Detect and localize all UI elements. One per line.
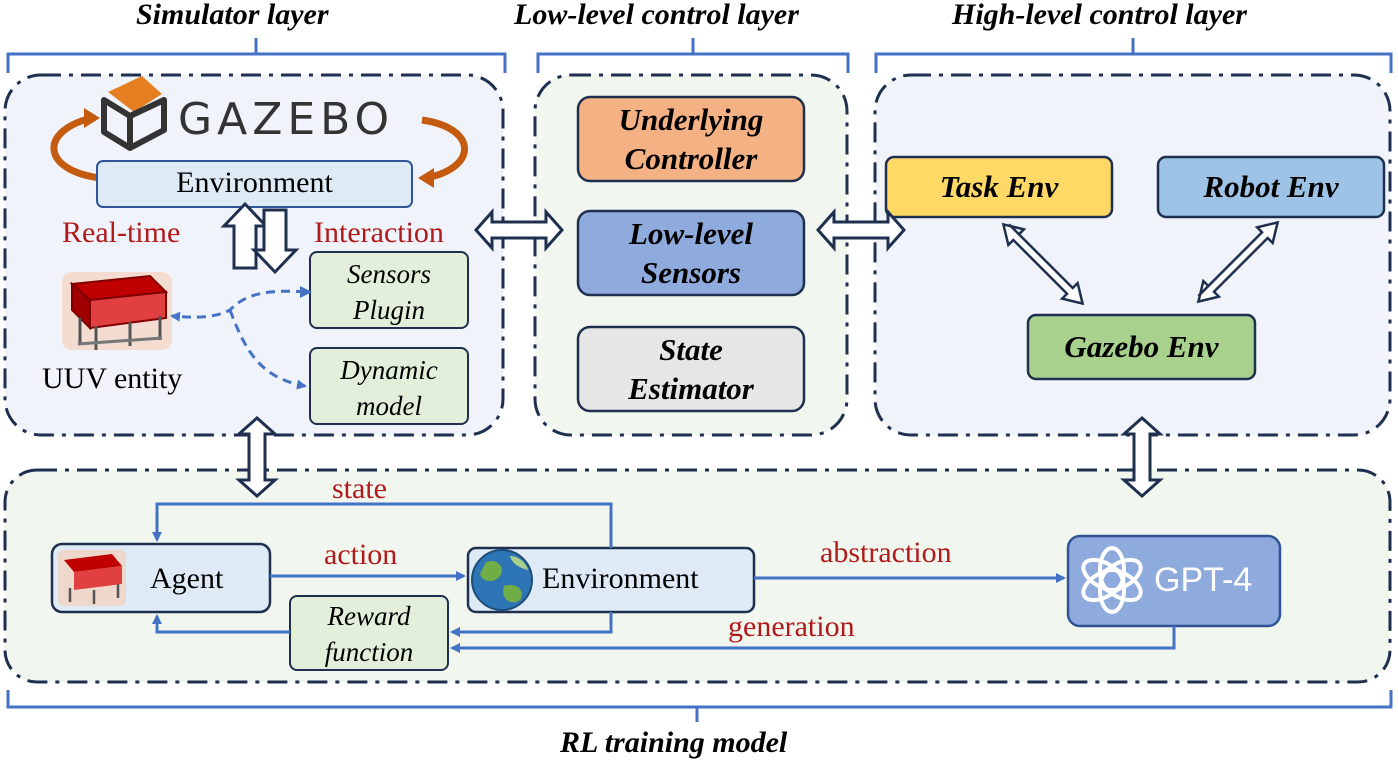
uuv-robot-icon [62, 272, 172, 350]
low-level-layer-title: Low-level control layer [514, 0, 799, 31]
task-env-box [884, 155, 1114, 219]
env-reward-arrow [450, 612, 613, 637]
rl-environment-label: Environment [542, 562, 699, 595]
sim-environment-label: Environment [176, 166, 333, 199]
dynamic-model-line1: Dynamic [340, 355, 438, 385]
gazebo-env-label: Gazebo Env [1064, 329, 1219, 364]
dynamic-model-label: Dynamic model [310, 352, 468, 424]
generation-arrow [450, 626, 1176, 653]
dynamic-model-line2: model [356, 391, 422, 421]
action-label: action [324, 538, 398, 571]
interaction-label: Interaction [314, 216, 444, 249]
agent-label: Agent [150, 562, 224, 595]
sim-rl-arrow-icon [235, 415, 279, 499]
state-estimator-label: State Estimator [578, 330, 804, 408]
openai-logo-icon [1081, 546, 1143, 614]
dynamic-model-box [309, 347, 469, 425]
underlying-controller-line1: Underlying [618, 102, 764, 137]
gazebo-logo-text: GAZEBO [178, 94, 395, 145]
high-level-bracket [874, 38, 1393, 73]
high-rl-arrow-icon [1120, 415, 1164, 499]
low-level-sensors-box [576, 209, 806, 297]
task-gazebo-arrow-icon [1001, 222, 1085, 306]
low-level-bracket [536, 38, 850, 73]
task-env-label: Task Env [939, 169, 1059, 204]
right-cycle-arrow-icon [421, 116, 468, 182]
low-level-sensors-label: Low-level Sensors [578, 214, 804, 292]
sim-environment-box [96, 160, 413, 208]
reward-function-line2: function [324, 637, 414, 667]
state-arrow [152, 502, 613, 548]
simulator-bracket [6, 38, 507, 73]
reward-agent-arrow [152, 614, 290, 634]
earth-globe-icon [471, 549, 533, 611]
sensors-plugin-line1: Sensors [346, 259, 431, 289]
simulator-layer-title: Simulator layer [136, 0, 329, 31]
high-level-panel [873, 73, 1392, 437]
state-estimator-box [576, 325, 806, 413]
low-high-arrow-icon [815, 208, 907, 252]
sensors-plugin-line2: Plugin [353, 295, 425, 325]
underlying-controller-label: Underlying Controller [578, 100, 804, 178]
underlying-controller-box [576, 95, 806, 183]
interaction-down-arrow-icon [250, 208, 300, 275]
left-cycle-arrowhead [84, 108, 100, 128]
gazebo-logo-icon [101, 76, 167, 151]
low-level-sensors-line2: Sensors [641, 255, 741, 290]
left-cycle-arrow-icon [50, 114, 101, 182]
reward-function-line1: Reward [327, 601, 411, 631]
sensors-arrowhead [300, 286, 312, 298]
underlying-controller-line2: Controller [624, 141, 758, 176]
sim-low-arrow-icon [473, 208, 565, 252]
state-estimator-line2: Estimator [628, 371, 754, 406]
robot-gazebo-arrow-icon [1196, 220, 1280, 304]
sensors-plugin-box [309, 251, 469, 329]
uuv-entity-label: UUV entity [42, 362, 183, 395]
uuv-sensors-dashed-arrow [170, 289, 306, 322]
right-cycle-arrowhead [418, 168, 434, 188]
abstraction-label: abstraction [820, 536, 952, 569]
rl-layer-title: RL training model [560, 726, 788, 759]
state-label: state [332, 472, 387, 505]
generation-label: generation [728, 610, 855, 643]
gazebo-env-box [1026, 313, 1257, 381]
robot-env-box [1156, 155, 1386, 219]
sensors-plugin-label: Sensors Plugin [310, 256, 468, 328]
high-level-layer-title: High-level control layer [952, 0, 1247, 31]
rl-bracket [6, 690, 1393, 722]
low-level-sensors-line1: Low-level [629, 216, 753, 251]
agent-robot-icon [58, 550, 126, 606]
state-estimator-line1: State [659, 332, 723, 367]
gpt4-label: GPT-4 [1154, 561, 1253, 599]
robot-env-label: Robot Env [1203, 169, 1339, 204]
realtime-label: Real-time [62, 216, 181, 249]
reward-function-label: Reward function [290, 598, 448, 670]
